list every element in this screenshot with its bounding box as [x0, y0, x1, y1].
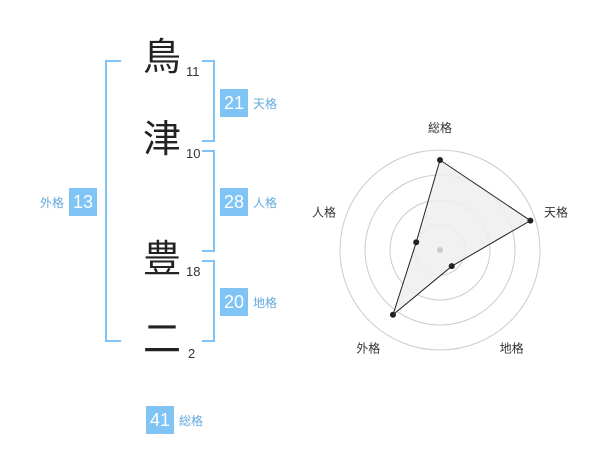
chikaku-badge: 20 地格 — [220, 288, 277, 316]
tenkaku-bracket — [202, 60, 215, 142]
radar-axis-label-5: 人格 — [312, 204, 336, 219]
radar-point-5 — [413, 239, 420, 246]
radar-axis-label-2: 天格 — [544, 204, 568, 219]
stroke-count-2: 10 — [186, 146, 201, 161]
radar-axis-label-4: 外格 — [356, 341, 380, 356]
tenkaku-badge: 21 天格 — [220, 89, 277, 117]
radar-point-2 — [527, 217, 534, 224]
soukaku-value: 41 — [146, 406, 174, 434]
name-char-3: 豊 — [142, 237, 181, 281]
tenkaku-label: 天格 — [253, 96, 278, 111]
gaikaku-label: 外格 — [40, 195, 65, 210]
radar-series-polygon — [391, 159, 532, 317]
name-char-1: 鳥 — [142, 35, 181, 79]
tenkaku-value: 21 — [220, 89, 248, 117]
soukaku-label: 総格 — [179, 413, 204, 428]
radar-point-4 — [389, 311, 396, 318]
stroke-count-1: 11 — [186, 64, 200, 79]
name-char-4: 二 — [142, 317, 181, 361]
stroke-count-4: 2 — [188, 346, 196, 361]
soukaku-badge: 41 総格 — [146, 406, 203, 434]
radar-axis-label-3: 地格 — [500, 341, 524, 356]
chikaku-label: 地格 — [253, 295, 278, 310]
jinkaku-label: 人格 — [253, 195, 278, 210]
stroke-count-3: 18 — [186, 264, 201, 279]
gaikaku-value: 13 — [69, 188, 98, 216]
jinkaku-value: 28 — [220, 188, 248, 216]
jinkaku-badge: 28 人格 — [220, 188, 277, 216]
chikaku-bracket — [202, 260, 215, 342]
radar-center-point — [437, 247, 443, 253]
radar-point-1 — [437, 157, 443, 163]
radar-axis-label-1: 総格 — [428, 120, 452, 135]
gaikaku-badge: 外格 13 — [40, 188, 98, 216]
radar-point-3 — [448, 263, 455, 270]
chikaku-value: 20 — [220, 288, 248, 316]
radar-ring-4 — [339, 149, 541, 351]
jinkaku-bracket — [202, 150, 215, 252]
gaikaku-bracket — [105, 60, 121, 342]
name-char-2: 津 — [142, 117, 181, 161]
